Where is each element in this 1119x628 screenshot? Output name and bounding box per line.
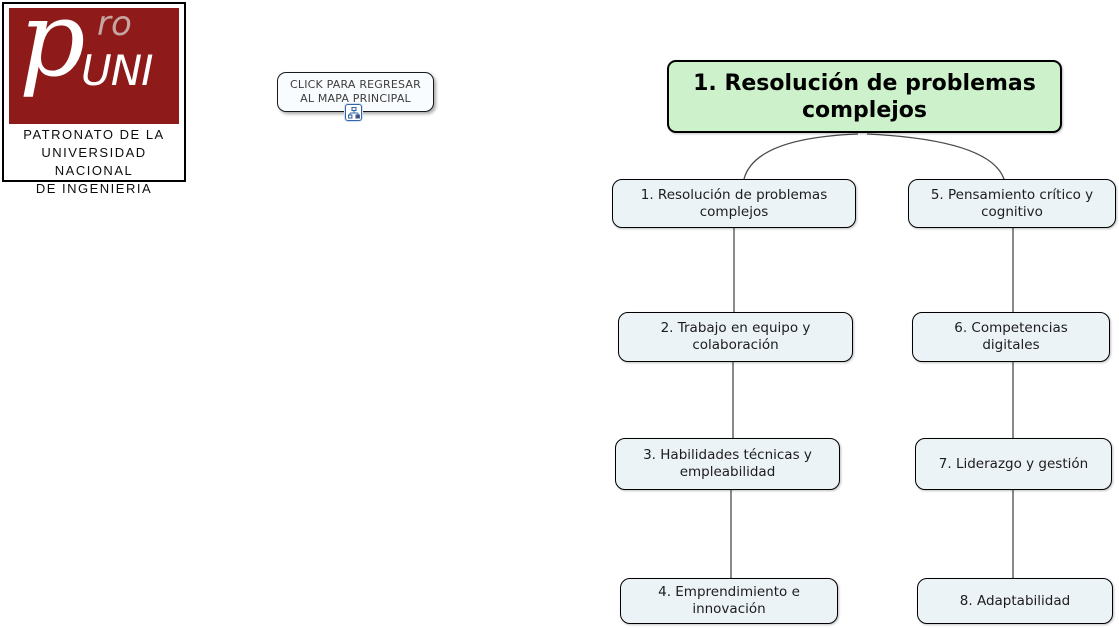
concept-node-1-label: 1. Resolución de problemas complejos xyxy=(640,186,828,220)
propuni-logo-mark: p ro UNI xyxy=(9,8,179,124)
propuni-logo: p ro UNI PATRONATO DE LA UNIVERSIDAD NAC… xyxy=(2,2,186,196)
concept-node-3[interactable]: 3. Habilidades técnicas y empleabilidad xyxy=(615,438,840,490)
concept-node-4[interactable]: 4. Emprendimiento e innovación xyxy=(620,578,838,624)
concept-node-2[interactable]: 2. Trabajo en equipo y colaboración xyxy=(618,312,853,362)
logo-caption: PATRONATO DE LA UNIVERSIDAD NACIONAL DE … xyxy=(23,127,165,196)
connector-root-to-node5 xyxy=(866,133,1005,180)
org-chart-glyph xyxy=(347,106,360,119)
concept-node-6-label: 6. Competencias digitales xyxy=(954,320,1068,353)
concept-node-5-label: 5. Pensamiento crítico y cognitivo xyxy=(930,186,1094,220)
concept-node-4-label: 4. Emprendimiento e innovación xyxy=(658,584,800,617)
concept-node-3-label: 3. Habilidades técnicas y empleabilidad xyxy=(643,447,812,480)
concept-node-5[interactable]: 5. Pensamiento crítico y cognitivo xyxy=(908,179,1116,228)
concept-node-6[interactable]: 6. Competencias digitales xyxy=(912,312,1110,362)
root-concept-label: 1. Resolución de problemas complejos xyxy=(693,70,1036,123)
back-button-label: CLICK PARA REGRESAR AL MAPA PRINCIPAL xyxy=(290,78,421,105)
concept-map-link-icon[interactable] xyxy=(345,104,362,121)
root-concept-node[interactable]: 1. Resolución de problemas complejos xyxy=(667,60,1062,133)
concept-node-1[interactable]: 1. Resolución de problemas complejos xyxy=(612,179,856,228)
concept-node-7[interactable]: 7. Liderazgo y gestión xyxy=(915,438,1112,490)
connector-root-to-node1 xyxy=(743,133,859,180)
logo-letters-ro: ro xyxy=(97,8,132,44)
concept-node-2-label: 2. Trabajo en equipo y colaboración xyxy=(660,320,811,353)
logo-letters-uni: UNI xyxy=(81,46,154,95)
concept-node-7-label: 7. Liderazgo y gestión xyxy=(938,455,1089,472)
back-to-main-map-button[interactable]: CLICK PARA REGRESAR AL MAPA PRINCIPAL xyxy=(277,72,434,112)
concept-node-8-label: 8. Adaptabilidad xyxy=(959,592,1071,609)
concept-node-8[interactable]: 8. Adaptabilidad xyxy=(917,578,1113,624)
logo-letter-p: p xyxy=(19,8,86,100)
